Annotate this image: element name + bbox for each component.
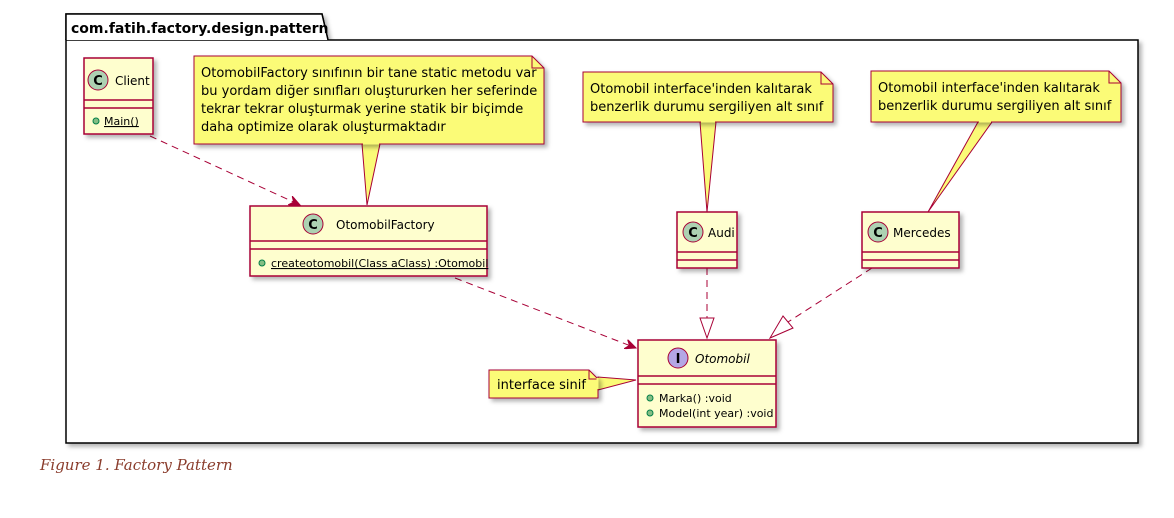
note-factory-line: tekrar tekrar oluşturmak yerine statik b… xyxy=(201,102,523,117)
class-circle-icon xyxy=(682,221,704,243)
note-audi-line: benzerlik durumu sergiliyen alt sınıf xyxy=(590,100,824,115)
class-circle-icon xyxy=(302,213,324,235)
interface-name: Otomobil xyxy=(695,352,750,366)
public-method-icon xyxy=(646,394,654,402)
class-stereotype-letter: I xyxy=(676,352,681,367)
class-name: Mercedes xyxy=(893,226,951,240)
note-interface: interface sinif xyxy=(488,369,637,399)
method: Marka() :void xyxy=(659,392,732,405)
class-otomobil-factory[interactable]: C OtomobilFactory createotomobil(Class a… xyxy=(249,205,488,277)
method: Model(int year) :void xyxy=(659,407,773,420)
package-name: com.fatih.factory.design.pattern xyxy=(71,21,329,37)
dependency-client-factory xyxy=(149,135,300,205)
interface-otomobil[interactable]: I Otomobil Marka() :void Model(int year)… xyxy=(637,339,777,428)
public-method-icon xyxy=(646,409,654,417)
class-mercedes[interactable]: C Mercedes xyxy=(861,211,960,269)
class-name: Audi xyxy=(708,226,735,240)
note-factory: OtomobilFactory sınıfının bir tane stati… xyxy=(193,55,545,206)
class-name: OtomobilFactory xyxy=(336,218,435,232)
class-stereotype-letter: C xyxy=(308,218,318,233)
public-method-icon xyxy=(258,259,266,267)
note-mercedes-line: Otomobil interface'inden kalıtarak xyxy=(878,81,1100,96)
interface-circle-icon xyxy=(667,347,689,369)
class-circle-icon xyxy=(867,221,889,243)
class-stereotype-letter: C xyxy=(688,226,698,241)
class-circle-icon xyxy=(87,69,109,91)
edges xyxy=(149,135,873,348)
note-interface-text: interface sinif xyxy=(497,378,586,393)
figure-caption: Figure 1. Factory Pattern xyxy=(40,456,233,474)
class-client[interactable]: C Client Main() xyxy=(83,57,154,135)
note-factory-line: daha optimize olarak oluşturmaktadır xyxy=(201,120,446,135)
note-factory-line: OtomobilFactory sınıfının bir tane stati… xyxy=(201,66,537,81)
note-factory-line: bu yordam diğer sınıfları oluştururken h… xyxy=(201,84,537,99)
class-name: Client xyxy=(115,74,150,88)
method: Main() xyxy=(104,115,139,128)
public-method-icon xyxy=(92,117,100,125)
realization-arrowhead-mercedes xyxy=(768,315,794,340)
class-audi[interactable]: C Audi xyxy=(676,211,738,269)
class-stereotype-letter: C xyxy=(873,226,883,241)
dependency-factory-otomobil xyxy=(454,277,636,348)
note-audi: Otomobil interface'inden kalıtarak benze… xyxy=(582,71,834,213)
realization-mercedes-otomobil xyxy=(787,267,873,323)
realization-arrowhead-audi xyxy=(699,317,715,340)
note-mercedes: Otomobil interface'inden kalıtarak benze… xyxy=(870,70,1122,213)
note-mercedes-line: benzerlik durumu sergiliyen alt sınıf xyxy=(878,99,1112,114)
class-stereotype-letter: C xyxy=(93,74,103,89)
method: createotomobil(Class aClass) :Otomobil xyxy=(271,257,488,270)
note-audi-line: Otomobil interface'inden kalıtarak xyxy=(590,82,812,97)
